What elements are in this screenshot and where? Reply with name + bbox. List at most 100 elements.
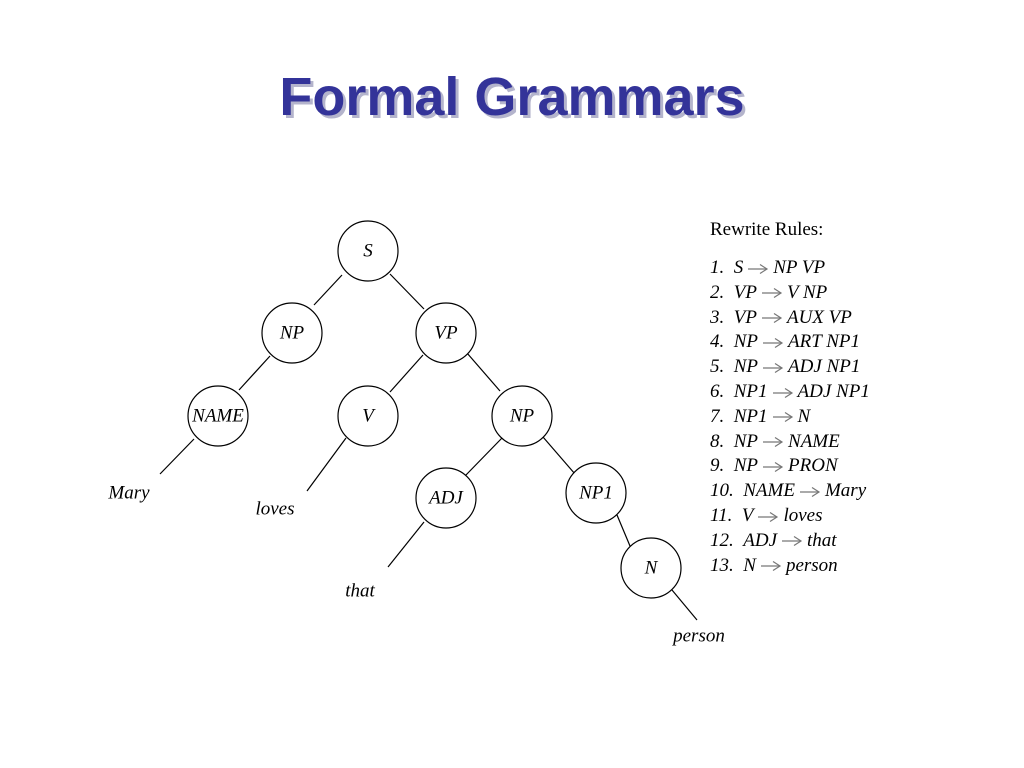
rewrite-rule: 5. NP ADJ NP1 xyxy=(710,355,1010,380)
rule-rhs: Mary xyxy=(824,480,867,502)
tree-node-label: N xyxy=(644,558,659,579)
rule-number: 5. xyxy=(710,356,725,378)
rule-lhs: NP xyxy=(733,331,759,353)
edge-np-np1 xyxy=(542,436,576,475)
tree-node-label: NP1 xyxy=(578,483,613,504)
tree-leaf-loves: loves xyxy=(255,499,294,520)
arrow-right-icon xyxy=(757,511,779,523)
rule-lhs: NP xyxy=(733,356,759,378)
rule-lhs: V xyxy=(741,504,754,526)
rule-rhs: person xyxy=(785,554,838,576)
rule-rhs: ART NP1 xyxy=(788,331,860,353)
rule-rhs: ADJ NP1 xyxy=(797,380,870,402)
rule-lhs: ADJ xyxy=(743,529,778,551)
edge-vp-v xyxy=(389,354,424,393)
rule-lhs: NAME xyxy=(743,480,795,502)
rule-number: 8. xyxy=(710,430,725,452)
arrow-right-icon xyxy=(772,387,794,399)
rule-rhs: that xyxy=(807,529,837,551)
arrow-right-icon xyxy=(772,411,794,423)
rule-rhs: NAME xyxy=(788,430,840,452)
rule-lhs: NP1 xyxy=(733,380,768,402)
rule-number: 3. xyxy=(710,306,725,328)
rule-lhs: NP xyxy=(733,455,759,477)
rule-rhs: PRON xyxy=(788,455,838,477)
arrow-right-icon xyxy=(762,362,784,374)
arrow-right-icon xyxy=(762,461,784,473)
rule-rhs: ADJ NP1 xyxy=(788,356,861,378)
tree-node-np1: NP1 xyxy=(565,462,627,524)
rewrite-rule: 9. NP PRON xyxy=(710,454,1010,479)
edge-np1-n xyxy=(616,514,631,547)
rewrite-rule: 10. NAME Mary xyxy=(710,479,1010,504)
edge-v-loves xyxy=(306,437,347,492)
rule-lhs: N xyxy=(743,554,756,576)
edge-vp-np xyxy=(466,352,501,392)
tree-node-label: V xyxy=(362,406,376,427)
rewrite-rule: 3. VP AUX VP xyxy=(710,306,1010,331)
rule-number: 13. xyxy=(710,554,734,576)
rewrite-rule: 7. NP1 N xyxy=(710,405,1010,430)
tree-node-s: S xyxy=(337,220,399,282)
rule-rhs: N xyxy=(797,405,811,427)
rule-number: 4. xyxy=(710,331,725,353)
arrow-right-icon xyxy=(799,486,821,498)
slide-title: Formal Grammars xyxy=(279,67,745,127)
rule-number: 7. xyxy=(710,405,725,427)
tree-node-label: ADJ xyxy=(427,488,464,509)
tree-node-adj: ADJ xyxy=(415,467,477,529)
tree-node-label: S xyxy=(363,241,373,262)
edge-name-mary xyxy=(159,438,195,475)
edge-s-vp xyxy=(389,273,425,310)
rule-number: 10. xyxy=(710,480,734,502)
arrow-right-icon xyxy=(761,287,783,299)
rewrite-rules-heading: Rewrite Rules: xyxy=(710,219,824,240)
rule-number: 11. xyxy=(710,504,733,526)
edge-np-name xyxy=(238,355,271,391)
tree-leaf-mary: Mary xyxy=(107,483,150,504)
rewrite-rule: 8. NP NAME xyxy=(710,430,1010,455)
rewrite-rule: 4. NP ART NP1 xyxy=(710,330,1010,355)
rule-lhs: S xyxy=(733,257,744,278)
rule-lhs: VP xyxy=(733,306,757,328)
edge-s-np xyxy=(313,274,343,306)
rule-lhs: VP xyxy=(733,281,757,303)
rule-rhs: loves xyxy=(783,504,823,526)
edge-n-person xyxy=(671,589,698,621)
rule-rhs: AUX VP xyxy=(786,306,852,328)
arrow-right-icon xyxy=(760,560,782,572)
rule-number: 6. xyxy=(710,380,725,402)
rule-rhs: V NP xyxy=(786,281,828,303)
arrow-right-icon xyxy=(761,312,783,324)
rewrite-rule: 6. NP1 ADJ NP1 xyxy=(710,380,1010,405)
tree-node-label: VP xyxy=(434,323,458,344)
arrow-right-icon xyxy=(762,337,784,349)
tree-node-v: V xyxy=(337,385,399,447)
rewrite-rule: 2. VP V NP xyxy=(710,281,1010,306)
tree-node-label: NAME xyxy=(191,406,244,427)
tree-leaf-person: person xyxy=(671,626,725,647)
tree-node-vp: VP xyxy=(415,302,477,364)
arrow-right-icon xyxy=(781,535,803,547)
rule-lhs: NP xyxy=(733,430,759,452)
tree-node-name: NAME xyxy=(187,385,249,447)
tree-node-label: NP xyxy=(279,323,305,344)
tree-node-label: NP xyxy=(509,406,535,427)
tree-leaf-that: that xyxy=(345,581,375,602)
arrow-right-icon xyxy=(762,436,784,448)
rule-rhs: NP VP xyxy=(773,257,826,278)
tree-node-n: N xyxy=(620,537,682,599)
rule-lhs: NP1 xyxy=(733,405,768,427)
tree-node-np-object: NP xyxy=(491,385,553,447)
tree-node-np: NP xyxy=(261,302,323,364)
rule-number: 9. xyxy=(710,455,725,477)
edge-adj-that xyxy=(387,521,425,568)
rule-number: 2. xyxy=(710,281,725,303)
edge-np-adj xyxy=(464,437,503,477)
